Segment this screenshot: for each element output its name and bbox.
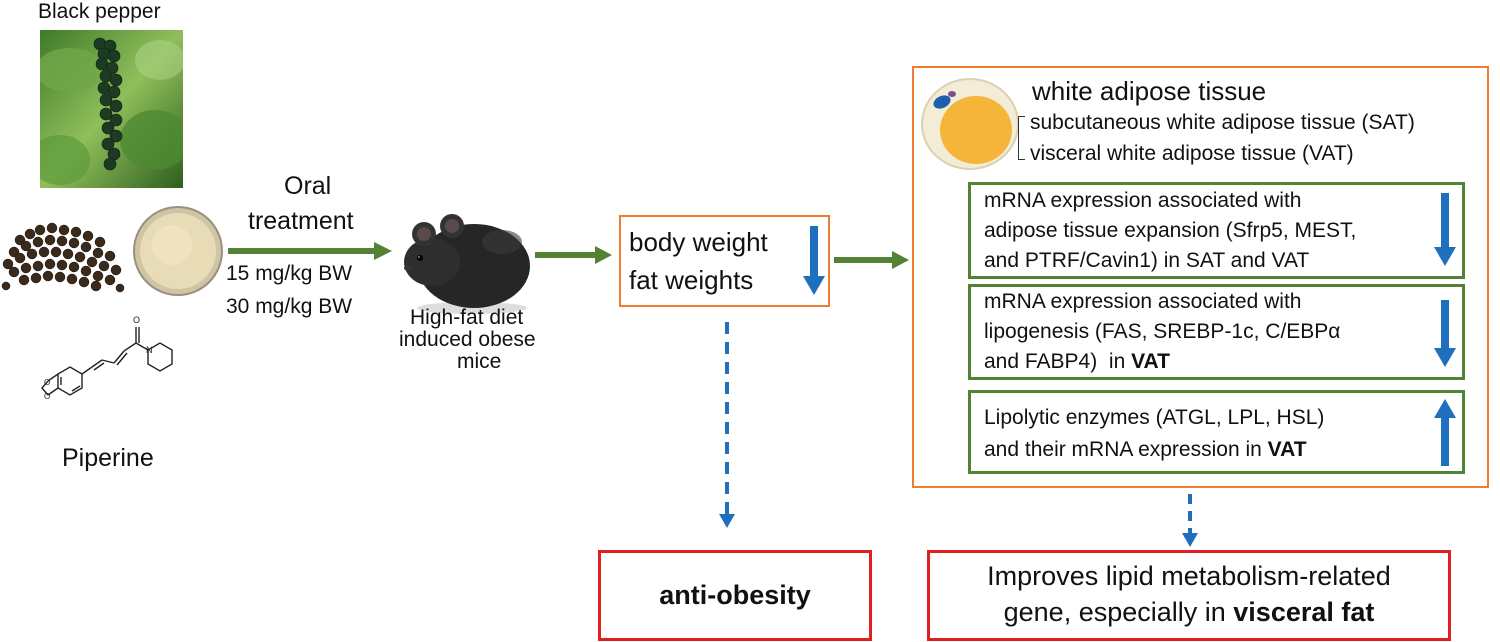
- finding-line: mRNA expression associated with: [984, 290, 1302, 313]
- finding-emphasis: VAT: [1131, 350, 1170, 373]
- finding-text-lipogenesis: mRNA expression associated with lipogene…: [984, 287, 1340, 377]
- finding-text-expansion: mRNA expression associated with adipose …: [984, 186, 1356, 276]
- green-arrow-mouse-to-weight: [535, 246, 612, 264]
- black-pepper-plant-image: [40, 30, 183, 188]
- fat-weights-label: fat weights: [629, 265, 754, 295]
- svg-text:O: O: [44, 378, 50, 387]
- green-arrow-oral-treatment: [228, 242, 392, 260]
- svg-text:O: O: [133, 315, 140, 325]
- svg-text:N: N: [146, 345, 153, 355]
- finding-box-lipogenesis: [968, 284, 1465, 380]
- piperine-powder-image: [133, 206, 223, 296]
- adipose-bracket: [1018, 116, 1025, 160]
- finding-text-lipolysis: Lipolytic enzymes (ATGL, LPL, HSL) and t…: [984, 402, 1324, 466]
- body-weight-label: body weight: [629, 227, 768, 257]
- model-line2: induced obese: [399, 328, 536, 351]
- treatment-route-line2: treatment: [248, 207, 354, 235]
- obese-mouse-image: [404, 214, 530, 314]
- dashed-arrow-to-lipid-metabolism: [1182, 494, 1198, 547]
- adipose-sub-vat: visceral white adipose tissue (VAT): [1030, 142, 1354, 165]
- finding-box-expansion: [968, 182, 1465, 279]
- down-arrow-weight: [803, 226, 825, 295]
- finding-line: lipogenesis (FAS, SREBP-1c, C/EBPα: [984, 320, 1341, 343]
- finding-line: and PTRF/Cavin1) in SAT and VAT: [984, 249, 1310, 272]
- down-arrow-finding-2: [1434, 300, 1456, 367]
- adipose-sub-sat: subcutaneous white adipose tissue (SAT): [1030, 111, 1415, 134]
- model-line1: High-fat diet: [410, 306, 524, 329]
- treatment-route-line1: Oral: [284, 172, 332, 200]
- green-arrow-weight-to-adipose: [834, 251, 909, 269]
- adipose-tissue-panel: [912, 66, 1489, 488]
- svg-text:O: O: [44, 392, 50, 401]
- finding-emphasis: VAT: [1267, 438, 1307, 461]
- black-pepper-label: Black pepper: [38, 0, 161, 23]
- lipid-metabolism-box: [927, 550, 1451, 641]
- finding-line: mRNA expression associated with: [984, 189, 1302, 212]
- lipid-metabolism-text: gene, especially in: [1003, 597, 1234, 627]
- model-line3: mice: [457, 350, 502, 373]
- dose-30: 30 mg/kg BW: [226, 295, 353, 318]
- anti-obesity-label: anti-obesity: [659, 580, 811, 610]
- finding-line: adipose tissue expansion (Sfrp5, MEST,: [984, 219, 1357, 242]
- adipose-title: white adipose tissue: [1032, 76, 1267, 106]
- finding-line: and their mRNA expression in: [984, 438, 1268, 461]
- piperine-structure-image: O N O O: [41, 315, 173, 401]
- adipocyte-icon: [921, 78, 1019, 170]
- peppercorn-pile-image: [1, 222, 125, 293]
- finding-line: and FABP4) in: [984, 350, 1132, 373]
- lipid-metabolism-line1: Improves lipid metabolism-related: [987, 561, 1391, 591]
- dashed-arrow-to-anti-obesity: [719, 322, 735, 528]
- finding-box-lipolysis: [968, 390, 1465, 474]
- lipid-metabolism-line2: gene, especially in visceral fat: [927, 597, 1451, 628]
- piperine-label: Piperine: [62, 444, 154, 472]
- down-arrow-finding-1: [1434, 193, 1456, 266]
- finding-line: Lipolytic enzymes (ATGL, LPL, HSL): [984, 406, 1325, 429]
- body-weight-box: [619, 215, 830, 307]
- up-arrow-finding-3: [1434, 399, 1456, 466]
- lipid-metabolism-emphasis: visceral fat: [1233, 597, 1375, 627]
- dose-15: 15 mg/kg BW: [226, 262, 353, 285]
- anti-obesity-box: [598, 550, 872, 641]
